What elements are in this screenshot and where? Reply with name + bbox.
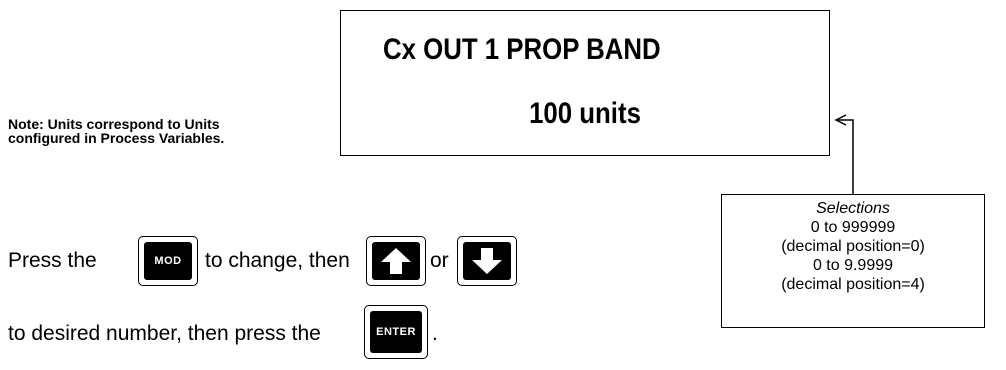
mod-key-label: MOD (144, 242, 192, 280)
display-parameter-value: 100 units (529, 97, 641, 130)
enter-key[interactable]: ENTER (364, 305, 428, 359)
up-arrow-key[interactable] (366, 236, 426, 286)
mod-key[interactable]: MOD (138, 236, 198, 286)
instruction-press-the: Press the (8, 249, 97, 272)
selection-range-1-note: (decimal position=0) (781, 238, 925, 255)
display-parameter-name: Cx OUT 1 PROP BAND (383, 33, 661, 66)
enter-key-label: ENTER (370, 311, 422, 353)
instruction-or: or (430, 249, 449, 272)
note-line-2: configured in Process Variables. (8, 130, 225, 146)
selection-range-2: 0 to 9.9999 (812, 257, 894, 274)
lcd-display: Cx OUT 1 PROP BAND 100 units (340, 10, 830, 156)
down-arrow-key[interactable] (457, 236, 517, 286)
selection-range-2-note: (decimal position=4) (781, 276, 925, 293)
instruction-period: . (432, 322, 438, 345)
note-line-1: Note: Units correspond to Units (8, 116, 220, 132)
instruction-to-change: to change, then (205, 249, 350, 272)
units-note: Note: Units correspond to Units configur… (8, 117, 338, 145)
selections-title: Selections (816, 200, 890, 217)
selection-range-1: 0 to 999999 (810, 219, 896, 236)
down-arrow-icon (472, 248, 502, 274)
selections-box: Selections 0 to 999999 (decimal position… (721, 194, 985, 328)
up-arrow-icon (381, 248, 411, 274)
instruction-to-desired-number: to desired number, then press the (8, 322, 321, 345)
